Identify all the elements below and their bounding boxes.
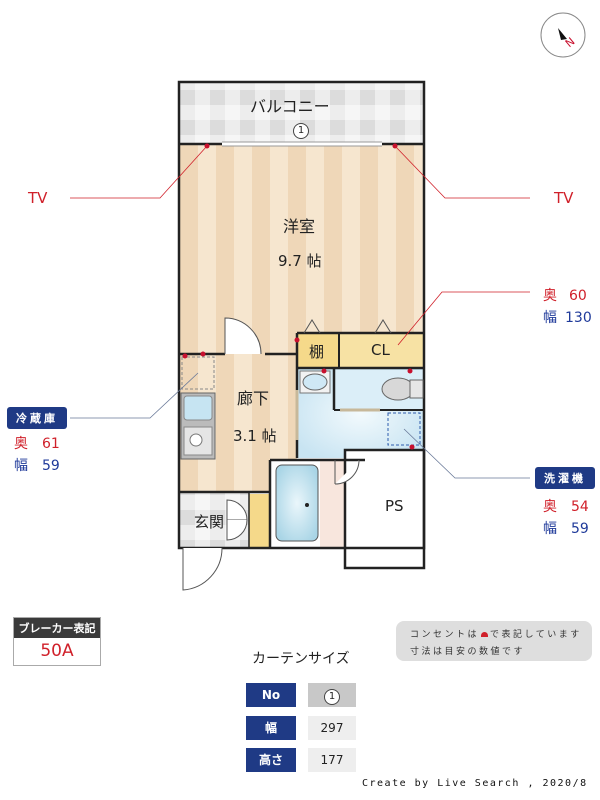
tv-outlet-label-right: TV: [554, 189, 574, 207]
outlet-icon: [481, 632, 489, 637]
footer-credit: Create by Live Search , 2020/8: [362, 778, 588, 789]
curtain-key-no: No: [246, 683, 296, 707]
hallway-size: 3.1 帖: [233, 427, 277, 445]
entrance-label: 玄関: [194, 513, 225, 531]
compass-icon: [540, 12, 586, 58]
curtain-value-height: 177: [308, 748, 356, 772]
curtain-key-width: 幅: [246, 716, 296, 740]
curtain-size-title: カーテンサイズ: [252, 651, 350, 667]
washer-tag: 洗濯機: [535, 467, 595, 489]
tv-outlet-label-left: TV: [28, 189, 48, 207]
breaker-value: 50A: [40, 641, 74, 661]
fridge-tag: 冷蔵庫: [7, 407, 67, 429]
curtain-marker: 1: [293, 119, 309, 139]
hallway-label: 廊下: [237, 389, 270, 408]
breaker-box: ブレーカー表記 50A: [13, 617, 101, 666]
western-room-size: 9.7 帖: [278, 252, 322, 270]
breaker-header: ブレーカー表記: [14, 618, 100, 638]
shelf-label: 棚: [309, 343, 325, 361]
balcony-label: バルコニー: [250, 97, 330, 116]
closet-label: CL: [371, 341, 390, 359]
legend-note: コンセントはで表記しています 寸法は目安の数値です: [396, 621, 592, 661]
curtain-value-width: 297: [308, 716, 356, 740]
western-room-label: 洋室: [283, 217, 316, 236]
curtain-value-no: 1: [308, 683, 356, 707]
pipe-space-label: PS: [385, 497, 404, 515]
curtain-key-height: 高さ: [246, 748, 296, 772]
